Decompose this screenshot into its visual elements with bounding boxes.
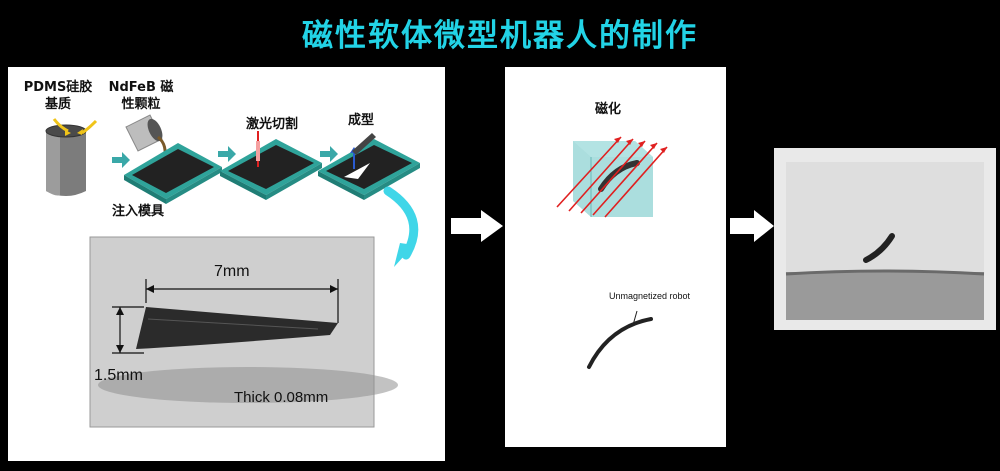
unmagnetized-robot xyxy=(589,311,651,367)
result-photo xyxy=(774,148,996,330)
result-photo-panel xyxy=(774,148,996,330)
page-title: 磁性软体微型机器人的制作 xyxy=(0,10,1000,55)
curved-arrow xyxy=(388,191,414,267)
length-dimension-label: 7mm xyxy=(214,263,250,281)
thickness-label: Thick 0.08mm xyxy=(234,389,328,406)
mold-plate-1 xyxy=(124,143,222,204)
magnetization-illustration xyxy=(505,67,726,447)
mold-plate-2 xyxy=(220,131,322,200)
magnetization-panel: 磁化 Unmagnetized robot xyxy=(505,67,726,447)
flow-arrow-1 xyxy=(447,208,507,244)
mold-plate-3 xyxy=(318,133,420,200)
fabrication-panel: PDMS硅胶 基质 NdFeB 磁 性颗粒 注入模具 激光切割 成型 xyxy=(8,67,445,461)
width-dimension-label: 1.5mm xyxy=(94,367,143,385)
pdms-beaker xyxy=(46,125,86,196)
flow-arrow-2 xyxy=(728,208,778,244)
magnet-cube xyxy=(573,141,653,217)
unmagnetized-label: Unmagnetized robot xyxy=(609,291,690,301)
